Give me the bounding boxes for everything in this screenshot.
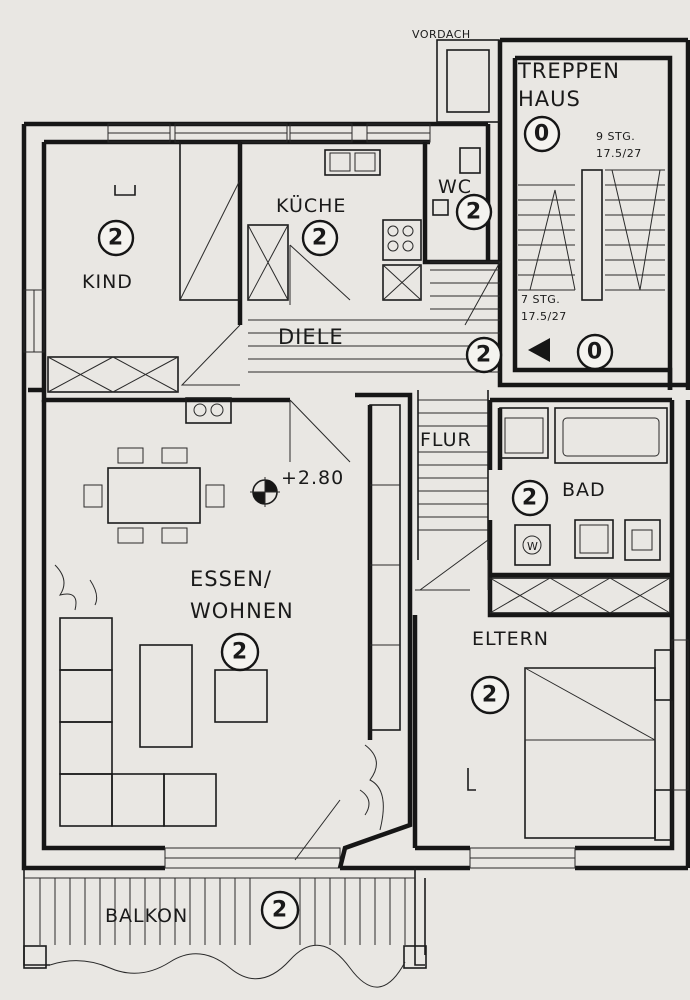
- svg-text:2: 2: [476, 343, 492, 368]
- svg-text:2: 2: [312, 226, 328, 251]
- washer-label: W: [527, 540, 538, 553]
- wc-label: WC: [438, 176, 472, 198]
- level-marker-treppenhaus-lower: 0: [576, 333, 614, 371]
- height-label: +2.80: [281, 467, 344, 489]
- stairs-lower-ratio: 17.5/27: [521, 310, 567, 323]
- svg-text:2: 2: [482, 683, 498, 708]
- furniture: [47, 141, 673, 841]
- door-swings: [180, 244, 501, 861]
- stairs-upper-count: 9 STG.: [596, 130, 635, 143]
- level-markers: 0 2 2 2 2 0 2 2: [97, 115, 614, 930]
- treppenhaus-label-1: TREPPEN: [517, 59, 620, 83]
- svg-text:2: 2: [108, 226, 124, 251]
- level-marker-treppenhaus: 0: [523, 115, 561, 153]
- bad-label: BAD: [562, 479, 606, 501]
- level-marker-eltern: 2: [470, 675, 510, 715]
- top-windows: [23, 123, 689, 869]
- svg-text:0: 0: [587, 340, 603, 365]
- svg-text:2: 2: [466, 200, 482, 225]
- wohnen-label: WOHNEN: [190, 599, 294, 623]
- treppenhaus-label-2: HAUS: [518, 87, 581, 111]
- level-marker-diele: 2: [465, 336, 503, 374]
- diele-label: DIELE: [278, 325, 344, 349]
- kueche-label: KÜCHE: [276, 194, 346, 217]
- svg-text:2: 2: [522, 486, 538, 511]
- level-marker-bad: 2: [511, 479, 549, 517]
- room-labels: VORDACH TREPPEN HAUS 9 STG. 17.5/27 7 ST…: [82, 28, 642, 927]
- svg-text:2: 2: [272, 898, 288, 923]
- balkon-label: BALKON: [105, 905, 188, 927]
- kind-label: KIND: [82, 271, 133, 293]
- level-marker-essen: 2: [220, 632, 260, 672]
- level-marker-kueche: 2: [301, 219, 339, 257]
- stairs-upper-ratio: 17.5/27: [596, 147, 642, 160]
- level-marker-kind: 2: [97, 219, 135, 257]
- essen-label: ESSEN/: [190, 567, 272, 591]
- level-marker-wc: 2: [455, 193, 493, 231]
- balcony-railing: [24, 877, 415, 988]
- interior-walls: [28, 124, 672, 869]
- vordach-label: VORDACH: [412, 28, 471, 41]
- level-marker-balkon: 2: [260, 890, 300, 930]
- stairs-lower-count: 7 STG.: [521, 293, 560, 306]
- svg-text:0: 0: [534, 122, 550, 147]
- svg-text:2: 2: [232, 640, 248, 665]
- stair-direction-arrow: [528, 338, 550, 362]
- flur-label: FLUR: [420, 429, 472, 451]
- eltern-label: ELTERN: [472, 628, 549, 650]
